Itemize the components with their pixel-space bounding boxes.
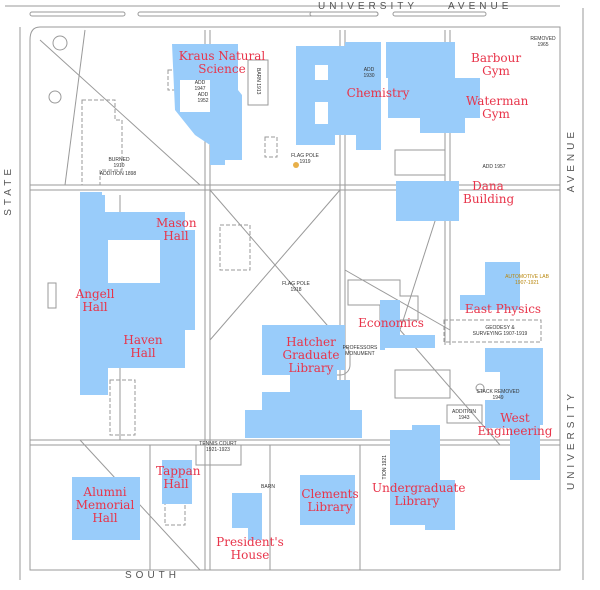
label-haven[interactable]: Haven Hall: [123, 333, 163, 360]
label-east-physics[interactable]: East Physics: [464, 302, 542, 316]
label-presidents[interactable]: President's House: [216, 535, 284, 562]
label-alumni[interactable]: Alumni Memorial Hall: [75, 485, 135, 525]
label-chemistry[interactable]: Chemistry: [346, 86, 410, 100]
label-hatcher[interactable]: Hatcher Graduate Library: [282, 335, 340, 375]
label-barbour[interactable]: Barbour Gym: [471, 51, 522, 78]
building-alumni: [72, 477, 140, 540]
building-presidents: [232, 493, 262, 540]
street-label-avenue-east: AVENUE: [566, 128, 577, 193]
label-angell[interactable]: Angell Hall: [75, 287, 115, 314]
label-west-engineering[interactable]: West Engineering: [477, 411, 553, 438]
building-east-physics: [460, 262, 520, 310]
burned-building-outline: [81, 99, 123, 186]
building-mason-angell-haven: [80, 195, 195, 395]
median: [137, 11, 379, 17]
note-addition-1943: ADDITION 1943: [452, 409, 476, 421]
building-west-engineering: [485, 348, 543, 480]
note-geodesy: GEODESY & SURVEYING 1907-1919: [472, 325, 528, 337]
addition-1943: [446, 404, 483, 424]
note-addition-1898: ADDITION 1898: [99, 171, 137, 177]
label-dana[interactable]: Dana Building: [463, 179, 515, 206]
note-add-1947: ADD 1947: [194, 80, 206, 92]
street-label-avenue-north: AVENUE: [448, 1, 513, 12]
building-hatcher: [245, 325, 362, 438]
median: [392, 11, 487, 17]
note-burned: BURNED 1910: [108, 157, 130, 169]
building-dana: [396, 181, 459, 221]
label-kraus[interactable]: Kraus Natural Science: [178, 49, 266, 76]
note-automotive-lab: AUTOMOTIVE LAB 1907-1921: [505, 274, 549, 286]
label-economics[interactable]: Economics: [358, 316, 424, 330]
building-undergraduate: [390, 425, 455, 530]
label-undergraduate[interactable]: Undergraduate Library: [372, 481, 466, 508]
stack-icon: [475, 383, 485, 393]
note-flag-pole-1918: FLAG POLE 1918: [282, 281, 310, 293]
building-barbour: [386, 42, 455, 78]
label-waterman[interactable]: Waterman Gym: [466, 94, 529, 121]
building-waterman: [388, 78, 480, 133]
median: [309, 11, 379, 17]
campus-boundary: [29, 26, 561, 571]
building-kraus: [172, 44, 242, 165]
street-label-south: SOUTH: [125, 570, 180, 581]
label-clements[interactable]: Clements Library: [301, 487, 359, 514]
add-1957: [394, 149, 446, 176]
removed-structure: [219, 224, 251, 271]
note-tennis-court: TENNIS COURT 1921-1923: [199, 441, 237, 453]
barn-1913: [247, 59, 269, 106]
street-label-state: STATE: [3, 165, 14, 216]
note-add-1952: ADD 1952: [197, 92, 209, 104]
building-economics: [380, 300, 435, 350]
note-removed-1965: REMOVED 1965: [530, 36, 556, 48]
note-flag-pole-1919: FLAG POLE 1919: [291, 153, 319, 165]
economics-old-outline: [347, 279, 419, 321]
label-mason[interactable]: Mason Hall: [156, 216, 197, 243]
street-label-university-east: UNIVERSITY: [566, 390, 577, 491]
street-label-university-north: UNIVERSITY: [318, 1, 419, 12]
label-tappan[interactable]: Tappan Hall: [156, 464, 201, 491]
flag-pole-1919-icon: [293, 162, 299, 168]
geodesy-outline: [443, 319, 542, 343]
note-barn-1913: BARN 1913: [255, 68, 261, 95]
building-clements: [300, 475, 355, 525]
note-add-1957: ADD 1957: [482, 164, 506, 170]
note-barn: BARN: [261, 484, 275, 490]
tennis-court: [195, 444, 242, 466]
angell-steps: [47, 282, 57, 309]
building-tappan: [162, 460, 192, 504]
note-tion: TION 1921: [382, 455, 388, 480]
note-add-1930: ADD 1930: [363, 67, 375, 79]
flag-pole-enclosure: [264, 136, 278, 158]
note-monument: PROFESSORS MONUMENT: [342, 345, 378, 357]
note-stack: STACK REMOVED 1949: [476, 389, 520, 401]
median: [29, 11, 126, 17]
